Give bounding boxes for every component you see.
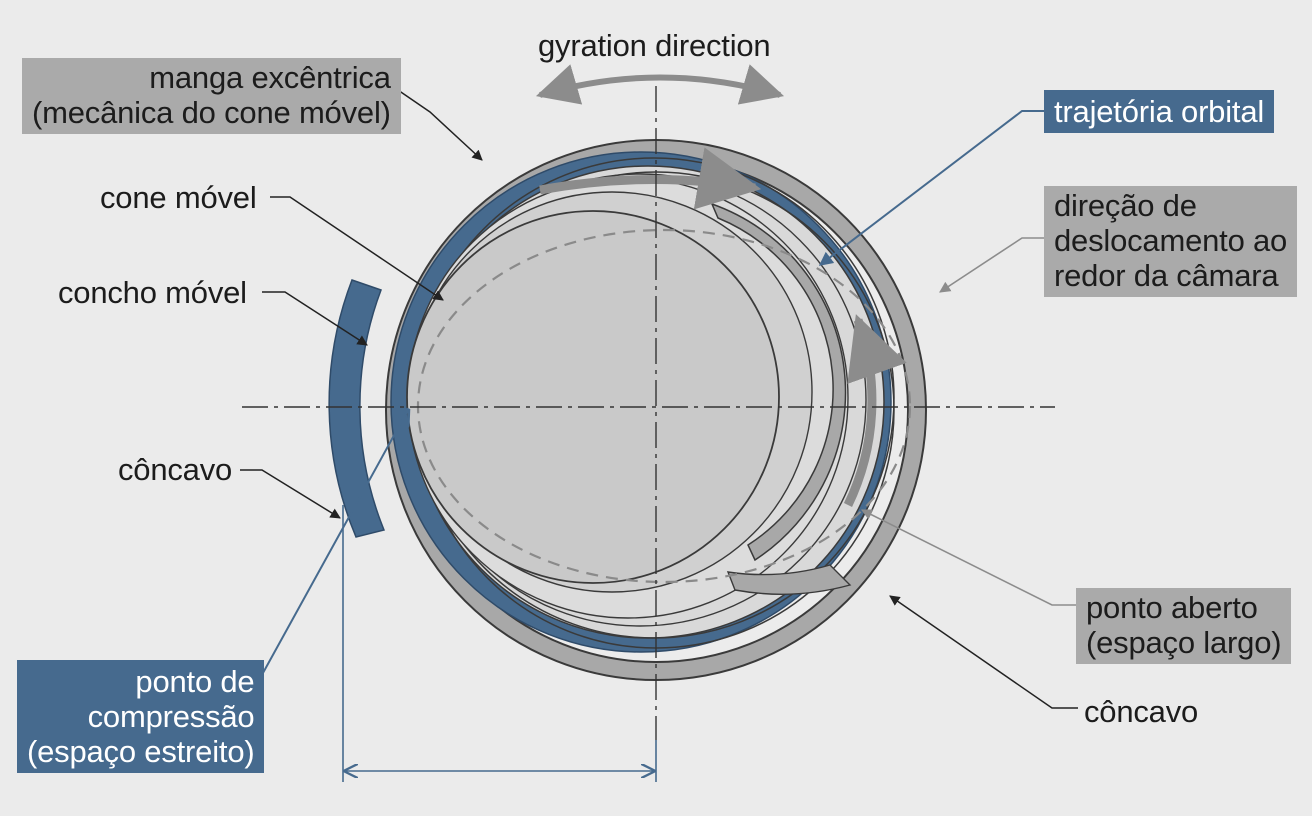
lower-arc-segment xyxy=(726,564,852,595)
leader-manga xyxy=(394,87,483,161)
orbital-trajectory-dashed xyxy=(416,228,912,584)
leader-concavo-left xyxy=(240,469,341,519)
moving-cone-disk xyxy=(406,210,780,584)
leader-concho-movel xyxy=(262,291,368,346)
leader-direcao xyxy=(939,237,1045,293)
label-ponto-compressao: ponto de compressão (espaço estreito) xyxy=(17,660,265,773)
top-inner-arrow xyxy=(539,147,762,210)
label-trajetoria-orbital: trajetória orbital xyxy=(1044,90,1275,133)
leader-trajetoria xyxy=(818,110,1045,266)
label-manga-excentrica: manga excêntrica (mecânica do cone móvel… xyxy=(22,58,401,134)
label-gyration-direction: gyration direction xyxy=(538,28,771,63)
label-cone-movel: cone móvel xyxy=(100,180,257,215)
leader-ponto-aberto xyxy=(860,509,1078,606)
label-ponto-aberto: ponto aberto (espaço largo) xyxy=(1076,588,1292,664)
gyration-arrow xyxy=(535,64,785,105)
label-concavo-left: côncavo xyxy=(118,452,233,487)
leader-ponto-compressao xyxy=(232,410,408,683)
label-concavo-right: côncavo xyxy=(1084,694,1199,729)
leader-cone-movel xyxy=(270,196,444,301)
label-direcao-deslocamento: direção de deslocamento ao redor da câma… xyxy=(1044,186,1298,297)
leader-concavo-right xyxy=(889,595,1078,709)
label-concho-movel: concho móvel xyxy=(58,275,247,310)
inner-arc-segment xyxy=(710,202,847,562)
inner-rotation-arrow xyxy=(843,314,907,507)
left-concave-block xyxy=(328,279,386,538)
